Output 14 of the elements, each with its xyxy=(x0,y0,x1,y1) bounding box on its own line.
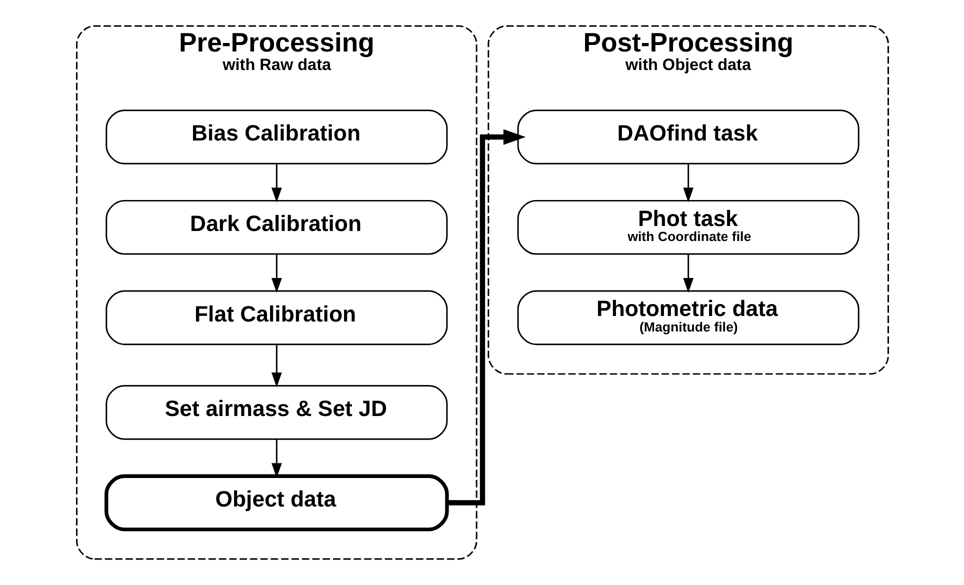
node-box: Phot task with Coordinate file xyxy=(516,200,859,255)
arrow xyxy=(270,254,282,293)
node-box: Dark Calibration xyxy=(105,200,448,255)
arrow xyxy=(270,164,282,202)
node-box: Flat Calibration xyxy=(105,290,448,346)
node-box: DAOfind task xyxy=(516,110,859,164)
node-box: Photometric data (Magnitude file) xyxy=(516,290,859,346)
arrow xyxy=(446,129,526,506)
arrow xyxy=(682,164,694,202)
node-box: Object data xyxy=(104,474,448,532)
arrow xyxy=(270,344,282,388)
node-box: Bias Calibration xyxy=(105,110,448,164)
node-box: Set airmass & Set JD xyxy=(105,385,448,440)
arrow xyxy=(682,254,694,293)
